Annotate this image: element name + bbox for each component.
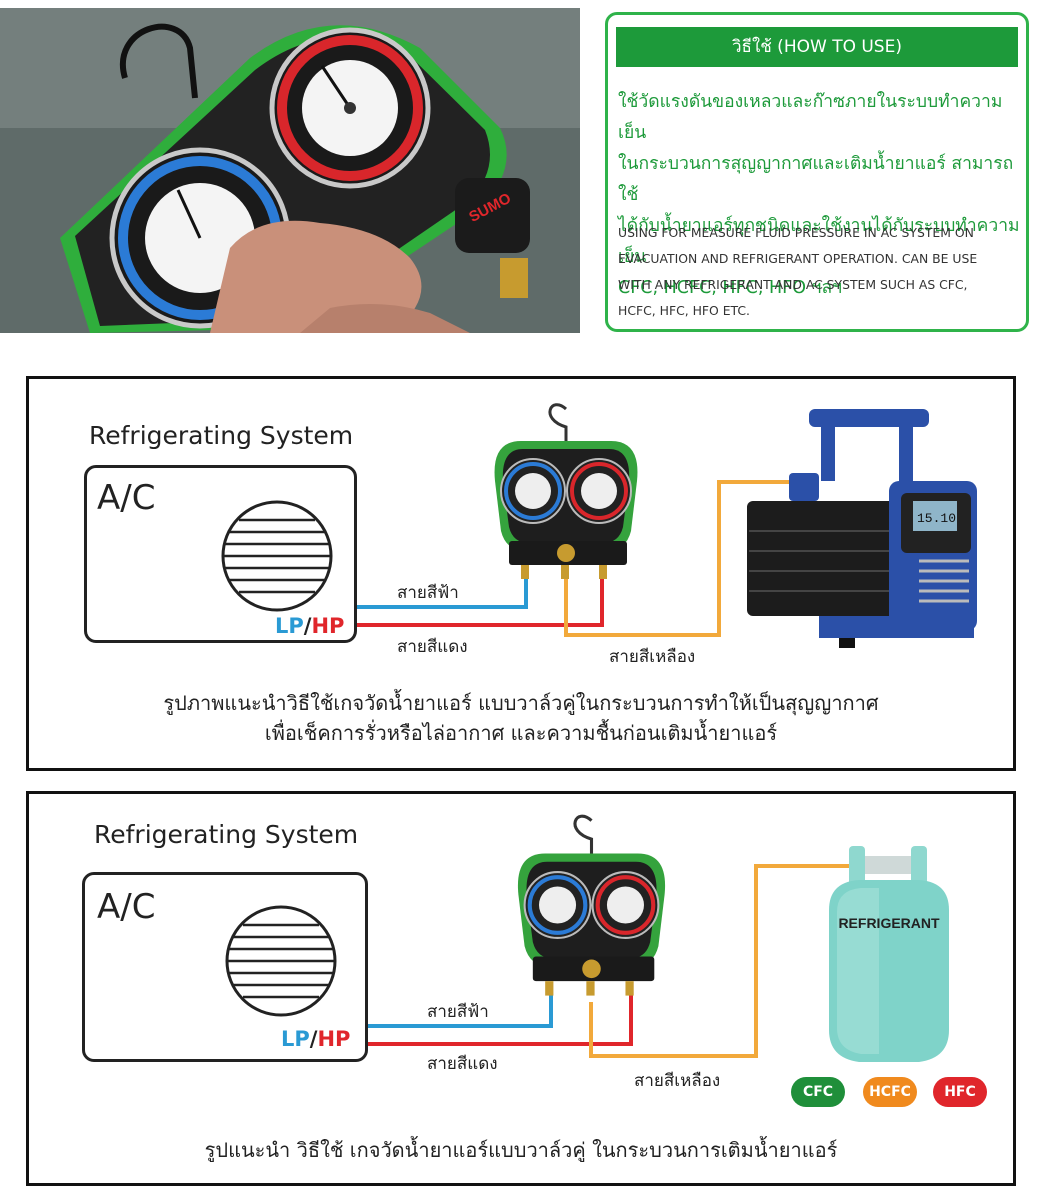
cfc-badge: CFC <box>791 1077 845 1107</box>
red-hose <box>368 989 633 1046</box>
how-to-use-title: วิธีใช้ (HOW TO USE) <box>616 27 1018 67</box>
caption-line: เพื่อเช็คการรั่วหรือไล่อากาศ และความชื้น… <box>264 721 778 745</box>
yellow-hose <box>564 480 789 637</box>
thai-line: ใช้วัดแรงดันของเหลวและก๊าซภายในระบบทำควา… <box>618 92 1003 143</box>
vacuum-diagram-panel: Refrigerating System A/C LP/HP <box>26 376 1016 771</box>
vacuum-pump-icon: 15.10 <box>747 409 977 648</box>
lp-label: LP <box>281 1027 310 1051</box>
red-hose-label: สายสีแดง <box>397 637 468 657</box>
how-to-use-english-text: USING FOR MEASURE FLUID PRESSURE IN AC S… <box>618 220 1023 324</box>
yellow-hose-label: สายสีเหลือง <box>634 1071 721 1091</box>
red-hose <box>357 561 604 627</box>
system-title: Refrigerating System <box>94 820 359 849</box>
tank-label: REFRIGERANT <box>838 915 940 931</box>
english-line: USING FOR MEASURE FLUID PRESSURE IN AC S… <box>618 225 974 240</box>
refrigerant-tank-icon: REFRIGERANT <box>829 846 949 1062</box>
caption-line: รูปภาพแนะนำวิธีใช้เกจวัดน้ำยาแอร์ แบบวาล… <box>163 691 879 715</box>
blue-hose <box>368 989 553 1028</box>
how-to-use-thai-text: ใช้วัดแรงดันของเหลวและก๊าซภายในระบบทำควา… <box>618 87 1022 304</box>
thai-line: ในกระบวนการสุญญากาศและเติมน้ำยาแอร์ สามา… <box>618 154 1014 205</box>
vacuum-caption: รูปภาพแนะนำวิธีใช้เกจวัดน้ำยาแอร์ แบบวาล… <box>29 688 1013 748</box>
lp-label: LP <box>275 614 304 638</box>
thai-line: ได้กับน้ำยาแอร์ทุกชนิดและใช้งานได้กับระบ… <box>618 216 1020 267</box>
ac-label: A/C <box>97 478 156 518</box>
hfc-badge: HFC <box>933 1077 987 1107</box>
ac-label: A/C <box>97 887 156 927</box>
english-line: HCFC, HFC, HFO ETC. <box>618 303 750 318</box>
ac-unit-box: A/C LP/HP <box>82 872 368 1062</box>
english-line: EVACUATION AND REFRIGERANT OPERATION. CA… <box>618 251 978 266</box>
fan-grille-icon <box>225 905 337 1017</box>
slash: / <box>309 1027 318 1051</box>
blue-hose-label: สายสีฟ้า <box>397 583 459 603</box>
yellow-hose-label: สายสีเหลือง <box>609 647 696 667</box>
charging-diagram-panel: Refrigerating System A/C LP/HP <box>26 791 1016 1186</box>
yellow-hose <box>589 864 879 1058</box>
product-photo: SUMO <box>0 8 580 333</box>
hp-label: HP <box>317 1027 351 1051</box>
pump-display: 15.10 <box>917 511 956 526</box>
caption-line: รูปแนะนำ วิธีใช้ เกจวัดน้ำยาแอร์แบบวาล์ว… <box>204 1138 838 1162</box>
hose-lines <box>368 864 879 1058</box>
fan-grille-icon <box>221 500 333 612</box>
hp-label: HP <box>311 614 345 638</box>
manifold-gauge-icon <box>494 403 638 579</box>
english-line: WITH ANY REFRIGERANT AND AC SYSTEM SUCH … <box>618 277 968 292</box>
lp-hp-label: LP/HP <box>275 614 344 638</box>
lp-hp-label: LP/HP <box>281 1027 350 1051</box>
how-to-use-box: วิธีใช้ (HOW TO USE) ใช้วัดแรงดันของเหลว… <box>605 12 1029 332</box>
thai-line: CFC, HCFC, HFC, HFO ฯลฯ <box>618 278 842 298</box>
slash: / <box>303 614 312 638</box>
blue-hose-label: สายสีฟ้า <box>427 1002 489 1022</box>
ac-unit-box: A/C LP/HP <box>84 465 357 643</box>
system-title: Refrigerating System <box>89 421 354 450</box>
red-hose-label: สายสีแดง <box>427 1054 498 1074</box>
hcfc-badge: HCFC <box>863 1077 917 1107</box>
charging-caption: รูปแนะนำ วิธีใช้ เกจวัดน้ำยาแอร์แบบวาล์ว… <box>29 1135 1013 1165</box>
manifold-gauge-icon <box>517 814 666 996</box>
manifold-gauge-photo: SUMO <box>0 8 580 333</box>
